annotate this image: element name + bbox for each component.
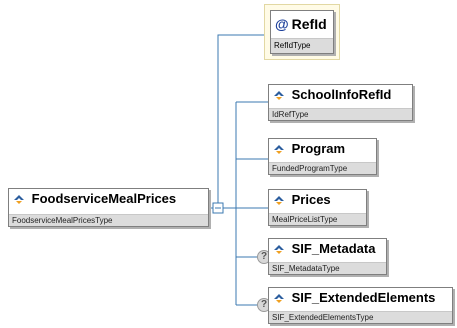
- element-icon: [274, 145, 284, 155]
- root-element-name: FoodserviceMealPrices: [31, 191, 177, 206]
- root-element-box[interactable]: FoodserviceMealPrices FoodserviceMealPri…: [8, 188, 209, 227]
- child-element-sif-extendedelements[interactable]: SIF_ExtendedElements SIF_ExtendedElement…: [268, 287, 453, 324]
- optional-question-icon: ?: [257, 298, 271, 312]
- child-element-prices[interactable]: Prices MealPriceListType: [268, 189, 367, 226]
- child-element-type: IdRefType: [269, 108, 412, 120]
- root-element-type: FoodserviceMealPricesType: [9, 214, 208, 226]
- element-icon: [274, 196, 284, 206]
- element-icon: [14, 195, 24, 205]
- sequence-compositor-icon: [212, 202, 224, 214]
- child-element-type: SIF_ExtendedElementsType: [269, 311, 452, 323]
- child-element-name: SIF_Metadata: [291, 241, 376, 256]
- child-element-sif-metadata[interactable]: SIF_Metadata SIF_MetadataType: [268, 238, 387, 275]
- element-icon: [274, 245, 284, 255]
- attribute-refid-box[interactable]: @RefId RefIdType: [270, 10, 334, 54]
- child-element-schoolinforefid[interactable]: SchoolInfoRefId IdRefType: [268, 84, 413, 121]
- child-element-name: SchoolInfoRefId: [291, 87, 392, 102]
- child-element-program[interactable]: Program FundedProgramType: [268, 138, 377, 175]
- attribute-type: RefIdType: [271, 38, 333, 53]
- child-element-name: SIF_ExtendedElements: [291, 290, 436, 305]
- attribute-icon: @: [275, 16, 289, 32]
- child-element-name: Program: [291, 141, 346, 156]
- child-element-type: MealPriceListType: [269, 213, 366, 225]
- attribute-group: @RefId RefIdType: [264, 4, 340, 60]
- attribute-name: RefId: [291, 16, 327, 32]
- child-element-name: Prices: [291, 192, 331, 207]
- element-icon: [274, 91, 284, 101]
- child-element-type: FundedProgramType: [269, 162, 376, 174]
- element-icon: [274, 294, 284, 304]
- child-element-type: SIF_MetadataType: [269, 262, 386, 274]
